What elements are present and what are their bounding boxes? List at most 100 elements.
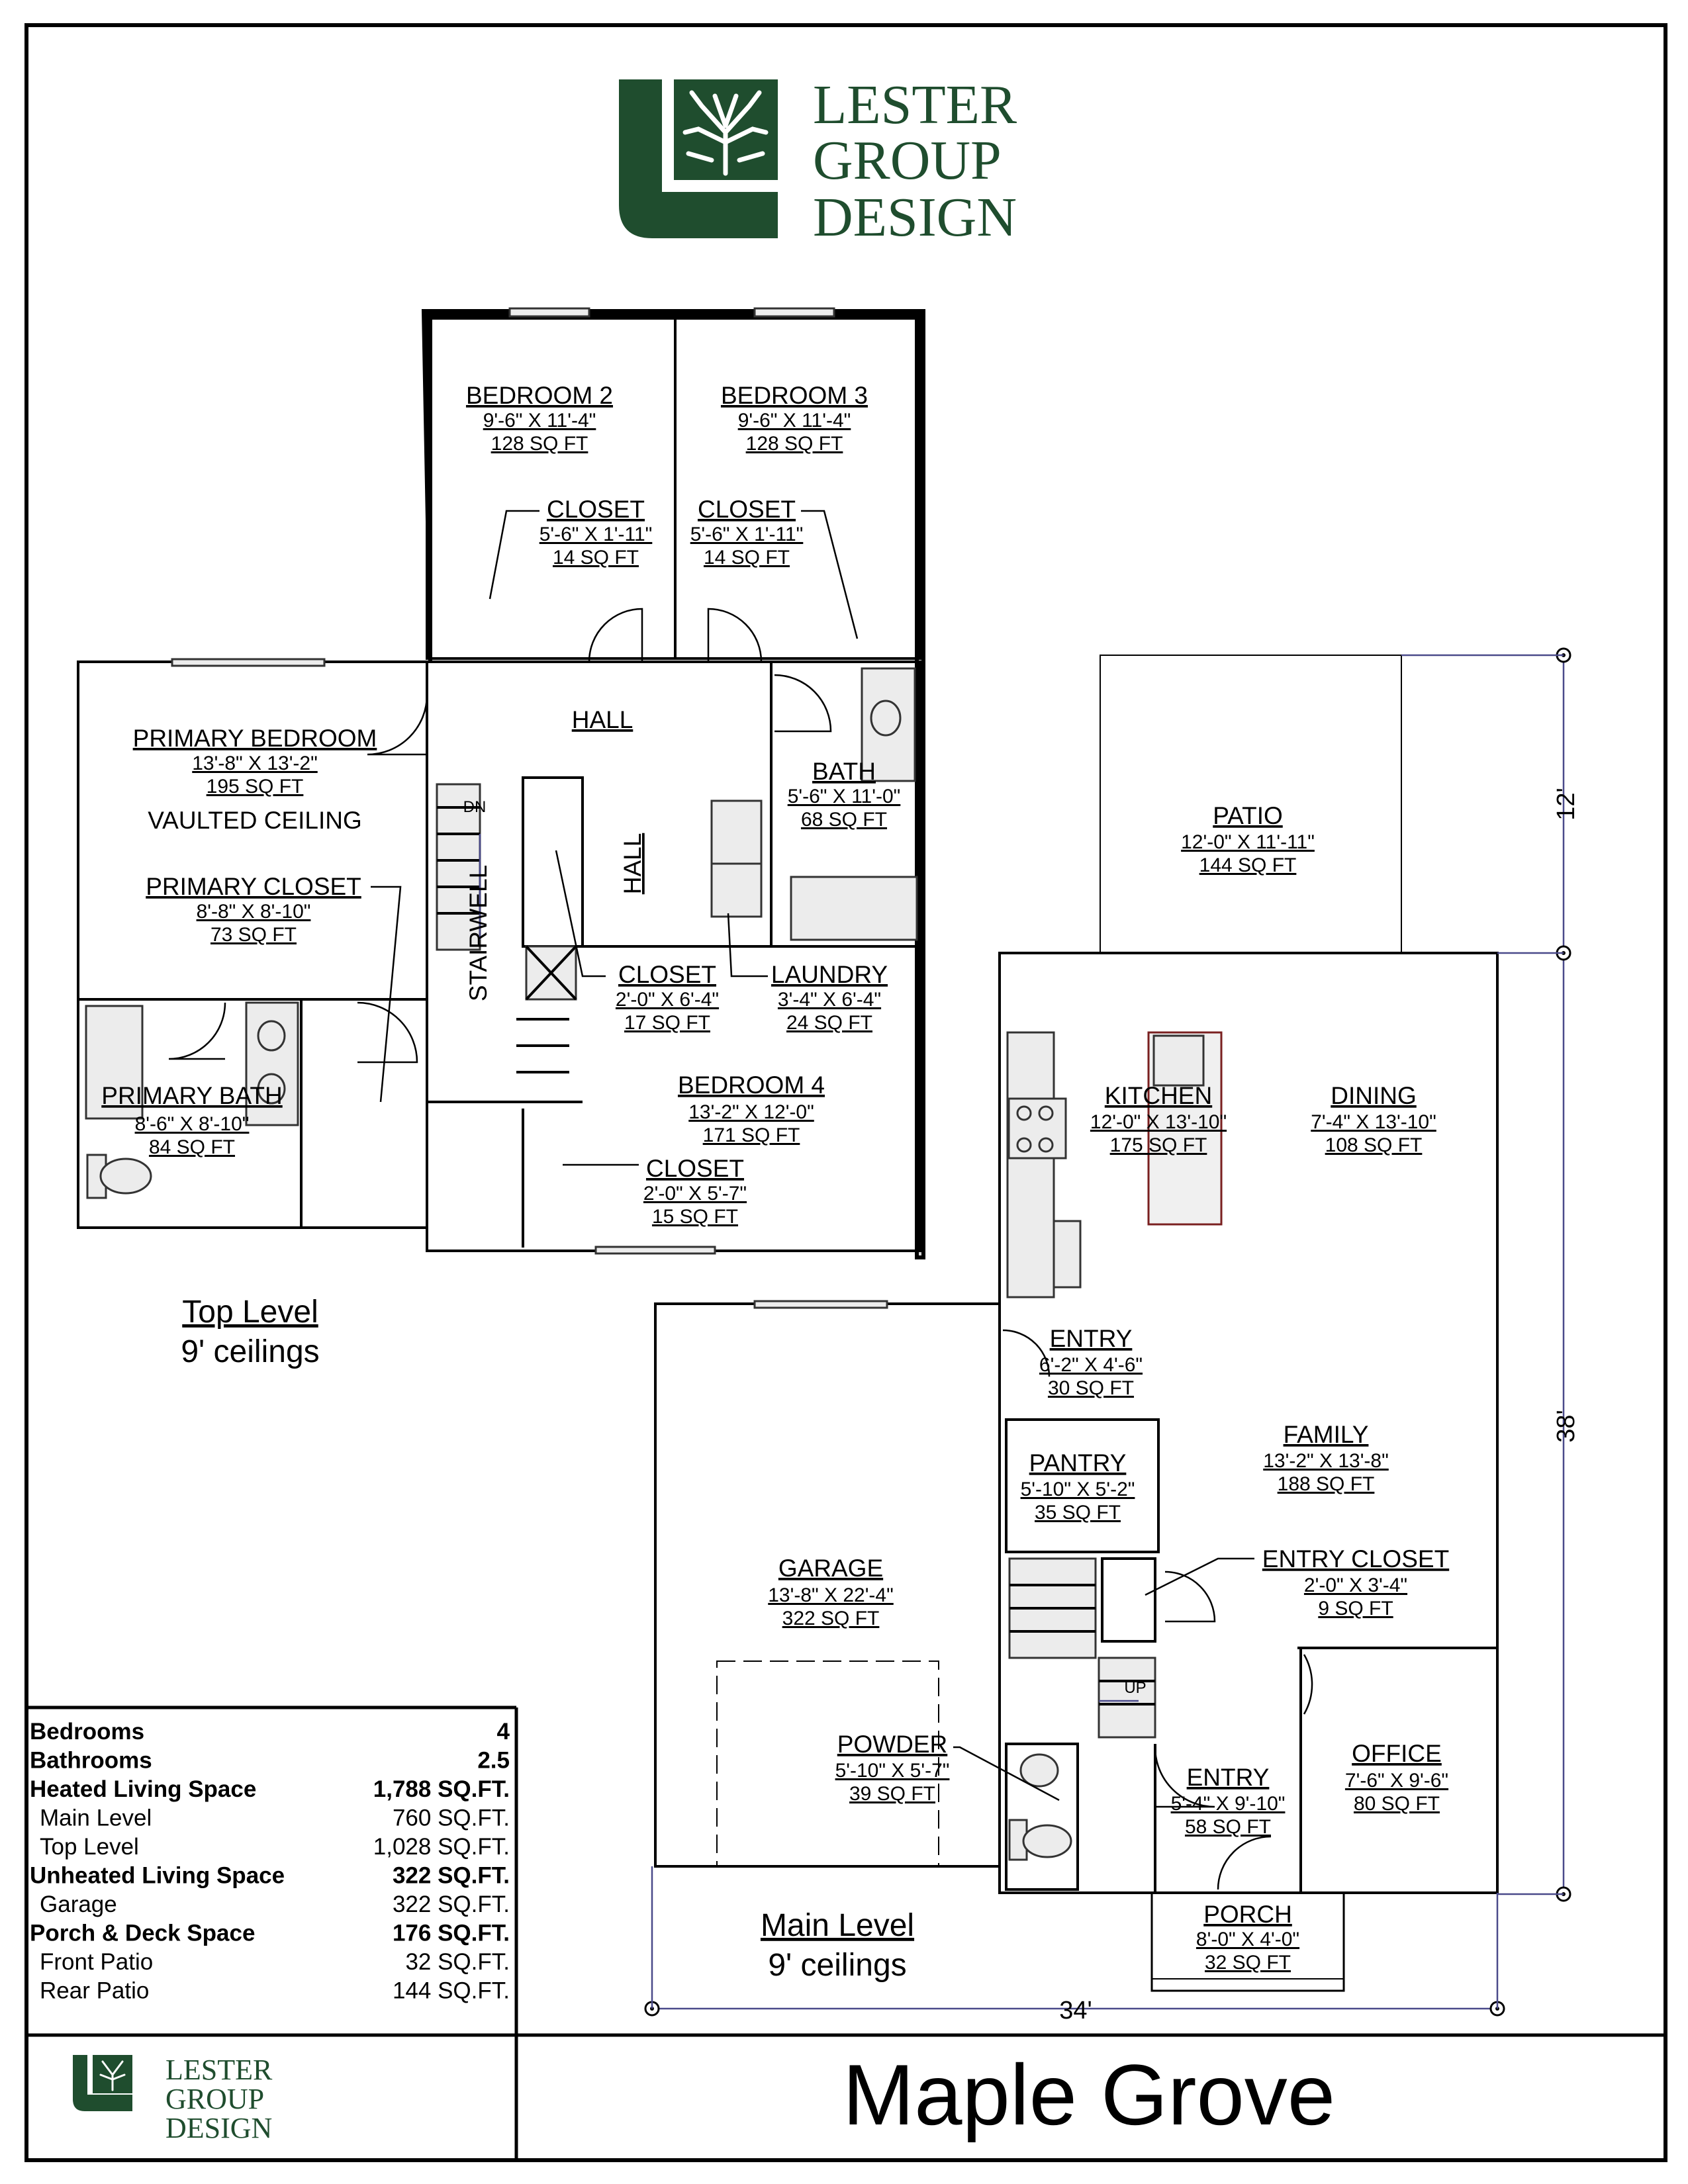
footer-logo: LESTER GROUP DESIGN — [73, 2054, 273, 2144]
room-area: 14 SQ FT — [553, 547, 639, 569]
room-dim: 9'-6" X 11'-4" — [738, 410, 851, 432]
footer-logo-line-3: DESIGN — [165, 2112, 272, 2144]
room-area: 80 SQ FT — [1354, 1793, 1440, 1815]
room-area: 84 SQ FT — [149, 1136, 235, 1158]
bedroom-3-window — [753, 307, 835, 318]
linen-closet-leader — [555, 850, 606, 978]
room-name: BEDROOM 4 — [678, 1071, 825, 1099]
room-area: 35 SQ FT — [1035, 1502, 1121, 1524]
bath-tub — [790, 876, 918, 941]
kitchen-counter — [1006, 1031, 1055, 1298]
logo-mark — [619, 79, 778, 238]
room-area: 68 SQ FT — [801, 809, 887, 831]
primary-tub — [85, 1005, 144, 1120]
hall-door-arc — [588, 608, 643, 662]
room-area: 58 SQ FT — [1185, 1816, 1271, 1838]
room-dim: 7'-4" X 13'-10" — [1311, 1111, 1436, 1133]
table-row-value: 176 SQ.FT. — [393, 1921, 510, 1946]
room-area: 128 SQ FT — [746, 433, 843, 455]
primary-closet-door-arc — [357, 1001, 418, 1064]
room-dim: 8'-6" X 8'-10" — [135, 1113, 250, 1135]
room-dim: 2'-0" X 6'-4" — [616, 989, 719, 1011]
room-dim: 2'-0" X 3'-4" — [1304, 1574, 1407, 1596]
footer-logo-line-2: GROUP — [165, 2083, 264, 2115]
width-dimension: 34' — [1059, 1997, 1092, 2025]
bedroom-2-walls — [426, 313, 677, 660]
footer-logo-mark — [73, 2055, 132, 2111]
refrigerator — [1053, 1220, 1082, 1289]
main-level-ceiling: 9' ceilings — [768, 1948, 906, 1983]
room-name: BATH — [812, 758, 876, 785]
room-name: HALL — [572, 706, 633, 733]
room-dim: 2'-0" X 5'-7" — [643, 1183, 747, 1205]
room-dim: 13'-8" X 13'-2" — [192, 752, 318, 774]
office-door-arc — [1303, 1654, 1313, 1715]
room-name: PORCH — [1203, 1901, 1292, 1928]
dryer — [710, 862, 763, 918]
bath-sink — [870, 700, 902, 737]
room-area: 144 SQ FT — [1199, 854, 1297, 876]
table-row-value: 1,028 SQ.FT. — [373, 1834, 510, 1860]
room-dim: 8'-0" X 4'-0" — [1196, 1929, 1299, 1950]
header-logo: LESTER GROUP DESIGN — [619, 74, 1017, 248]
bath-door-arc — [774, 674, 832, 733]
room-note: VAULTED CEILING — [148, 807, 361, 834]
bedroom-3-walls — [674, 313, 921, 660]
garage-entry-door-arc — [1002, 1329, 1051, 1377]
footer-tree-icon — [99, 2060, 126, 2091]
room-area: 17 SQ FT — [624, 1012, 710, 1034]
bedroom-2-window — [508, 307, 590, 318]
room-name: PRIMARY BEDROOM — [133, 725, 377, 752]
stair-direction-label: UP — [1124, 1679, 1146, 1697]
closet-3-leader — [801, 510, 859, 639]
room-name: PRIMARY CLOSET — [146, 873, 361, 900]
overall-dimensions — [644, 647, 1571, 2017]
table-row-label: Top Level — [40, 1834, 139, 1860]
logo-line-1: LESTER — [813, 74, 1017, 136]
primary-closet-leader — [371, 886, 402, 1103]
primary-toilet-bowl — [99, 1158, 152, 1195]
main-level-plan — [644, 647, 1571, 2017]
washer — [710, 799, 763, 865]
room-dim: 5'-10" X 5'-2" — [1021, 1479, 1135, 1500]
room-dim: 6'-2" X 4'-6" — [1039, 1354, 1143, 1376]
room-name: PATIO — [1213, 802, 1283, 829]
table-row-label: Bathrooms — [30, 1748, 152, 1774]
entry-closet-door-arc — [1164, 1570, 1216, 1623]
tree-icon — [682, 90, 769, 176]
table-row-label: Porch & Deck Space — [30, 1921, 255, 1946]
top-level-labels: BEDROOM 2 9'-6" X 11'-4" 128 SQ FT BEDRO… — [101, 382, 900, 1369]
table-row-label: Heated Living Space — [30, 1776, 256, 1802]
room-name: CLOSET — [547, 496, 645, 523]
room-area: 175 SQ FT — [1110, 1134, 1207, 1156]
laundry-leader — [727, 913, 768, 978]
room-name: CLOSET — [698, 496, 796, 523]
logo-line-2: GROUP — [813, 130, 1002, 191]
burner-1 — [1016, 1105, 1032, 1121]
range — [1008, 1097, 1067, 1160]
powder-walls — [1005, 1743, 1079, 1891]
room-area: 171 SQ FT — [703, 1124, 800, 1146]
room-name: OFFICE — [1352, 1740, 1442, 1767]
top-level-outer-wall — [421, 309, 925, 1259]
pantry-walls — [1005, 1418, 1160, 1553]
primary-bedroom-window — [171, 658, 326, 667]
plan-title: Maple Grove — [843, 2046, 1335, 2143]
room-dim: 12'-0" X 11'-11" — [1181, 831, 1315, 853]
room-name: ENTRY CLOSET — [1262, 1545, 1449, 1572]
room-area: 322 SQ FT — [782, 1608, 880, 1629]
room-name: FAMILY — [1284, 1421, 1369, 1448]
room-name: GARAGE — [778, 1555, 883, 1582]
top-level-plan — [77, 307, 925, 1259]
room-dim: 7'-6" X 9'-6" — [1345, 1770, 1448, 1792]
primary-door-arc — [367, 694, 428, 756]
room-name: PRIMARY BATH — [101, 1082, 282, 1109]
room-area: 9 SQ FT — [1318, 1598, 1393, 1619]
room-dim: 13'-2" X 13'-8" — [1263, 1450, 1389, 1472]
room-area: 188 SQ FT — [1278, 1473, 1375, 1495]
main-stairwell — [1008, 1557, 1156, 1739]
room-dim: 13'-2" X 12'-0" — [688, 1101, 814, 1123]
entry-closet-leader — [1145, 1557, 1254, 1596]
